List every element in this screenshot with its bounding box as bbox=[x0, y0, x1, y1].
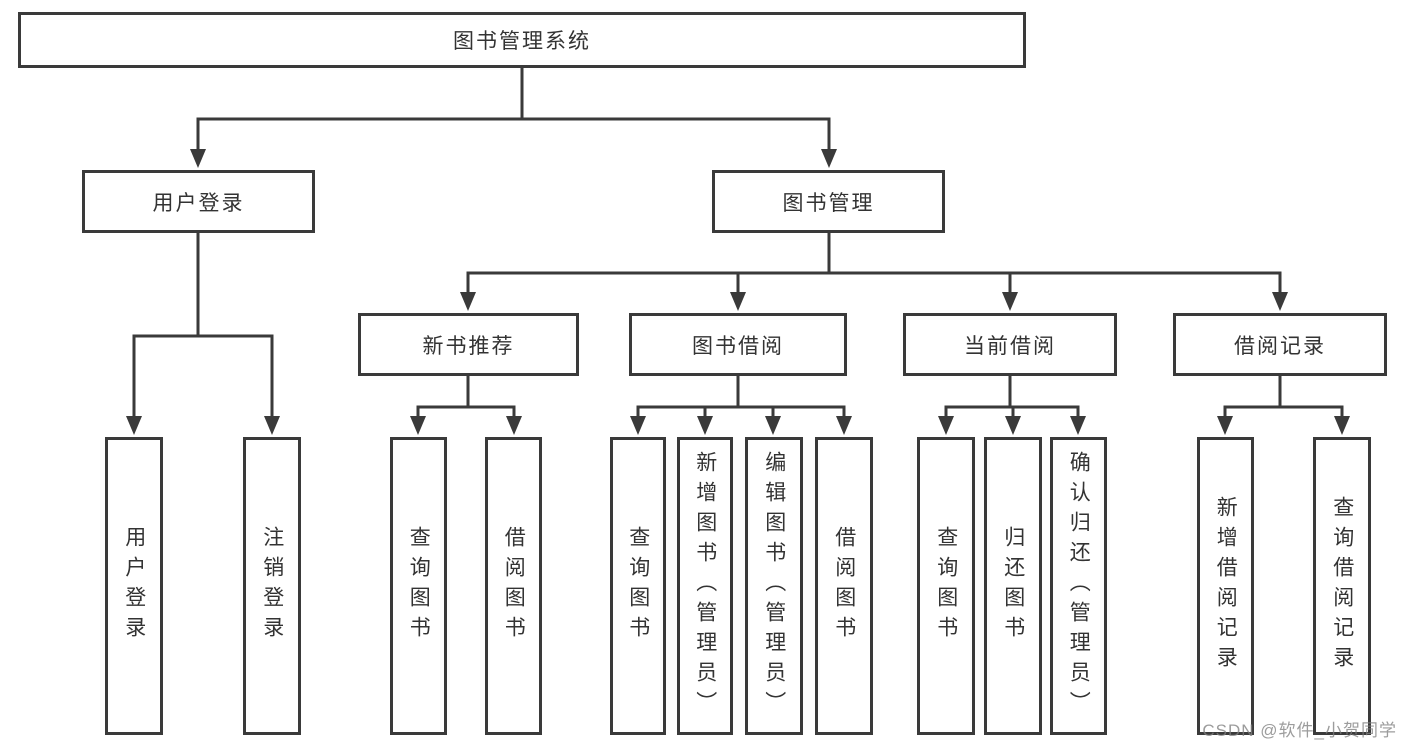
csdn-watermark: CSDN @软件_小贺同学 bbox=[1202, 721, 1397, 740]
leaf-user-login-label: 用户登录 bbox=[122, 526, 146, 646]
node-root: 图书管理系统 bbox=[18, 12, 1026, 68]
leaf-br-add-record-label: 新增借阅记录 bbox=[1214, 496, 1238, 676]
connector-newbookrec-group bbox=[410, 376, 522, 435]
node-user-login: 用户登录 bbox=[82, 170, 315, 233]
connector-bookborrow-group bbox=[630, 376, 852, 435]
leaf-cb-confirm-return: 确认归还（管理员） bbox=[1050, 437, 1107, 735]
leaf-bb-query-book-label: 查询图书 bbox=[626, 526, 650, 646]
node-borrow-records: 借阅记录 bbox=[1173, 313, 1387, 376]
node-new-book-rec: 新书推荐 bbox=[358, 313, 579, 376]
connector-borrowrecords-group bbox=[1217, 376, 1350, 435]
node-current-borrow: 当前借阅 bbox=[903, 313, 1117, 376]
leaf-bb-edit-book: 编辑图书（管理员） bbox=[745, 437, 803, 735]
leaf-nbr-query-book-label: 查询图书 bbox=[407, 526, 431, 646]
leaf-user-login: 用户登录 bbox=[105, 437, 163, 735]
leaf-bb-add-book-label: 新增图书（管理员） bbox=[693, 451, 717, 721]
leaf-logout-label: 注销登录 bbox=[260, 526, 284, 646]
leaf-bb-borrow-book: 借阅图书 bbox=[815, 437, 873, 735]
leaf-br-add-record: 新增借阅记录 bbox=[1197, 437, 1254, 735]
leaf-bb-add-book: 新增图书（管理员） bbox=[677, 437, 733, 735]
node-book-mgmt: 图书管理 bbox=[712, 170, 945, 233]
leaf-cb-query-book-label: 查询图书 bbox=[934, 526, 958, 646]
leaf-bb-query-book: 查询图书 bbox=[610, 437, 666, 735]
leaf-nbr-query-book: 查询图书 bbox=[390, 437, 447, 735]
connector-userlogin-group bbox=[126, 233, 280, 435]
leaf-br-query-record-label: 查询借阅记录 bbox=[1330, 496, 1354, 676]
leaf-cb-return-book: 归还图书 bbox=[984, 437, 1042, 735]
leaf-nbr-borrow-book-label: 借阅图书 bbox=[502, 526, 526, 646]
leaf-cb-query-book: 查询图书 bbox=[917, 437, 975, 735]
leaf-bb-borrow-book-label: 借阅图书 bbox=[832, 526, 856, 646]
leaf-logout: 注销登录 bbox=[243, 437, 301, 735]
node-book-borrow: 图书借阅 bbox=[629, 313, 847, 376]
connector-currentborrow-group bbox=[938, 376, 1086, 435]
leaf-br-query-record: 查询借阅记录 bbox=[1313, 437, 1371, 735]
connector-bookmgmt-to-level3 bbox=[460, 233, 1288, 311]
connector-root-to-level2 bbox=[190, 66, 837, 168]
leaf-cb-return-book-label: 归还图书 bbox=[1001, 526, 1025, 646]
leaf-nbr-borrow-book: 借阅图书 bbox=[485, 437, 542, 735]
leaf-cb-confirm-return-label: 确认归还（管理员） bbox=[1067, 451, 1091, 721]
leaf-bb-edit-book-label: 编辑图书（管理员） bbox=[762, 451, 786, 721]
